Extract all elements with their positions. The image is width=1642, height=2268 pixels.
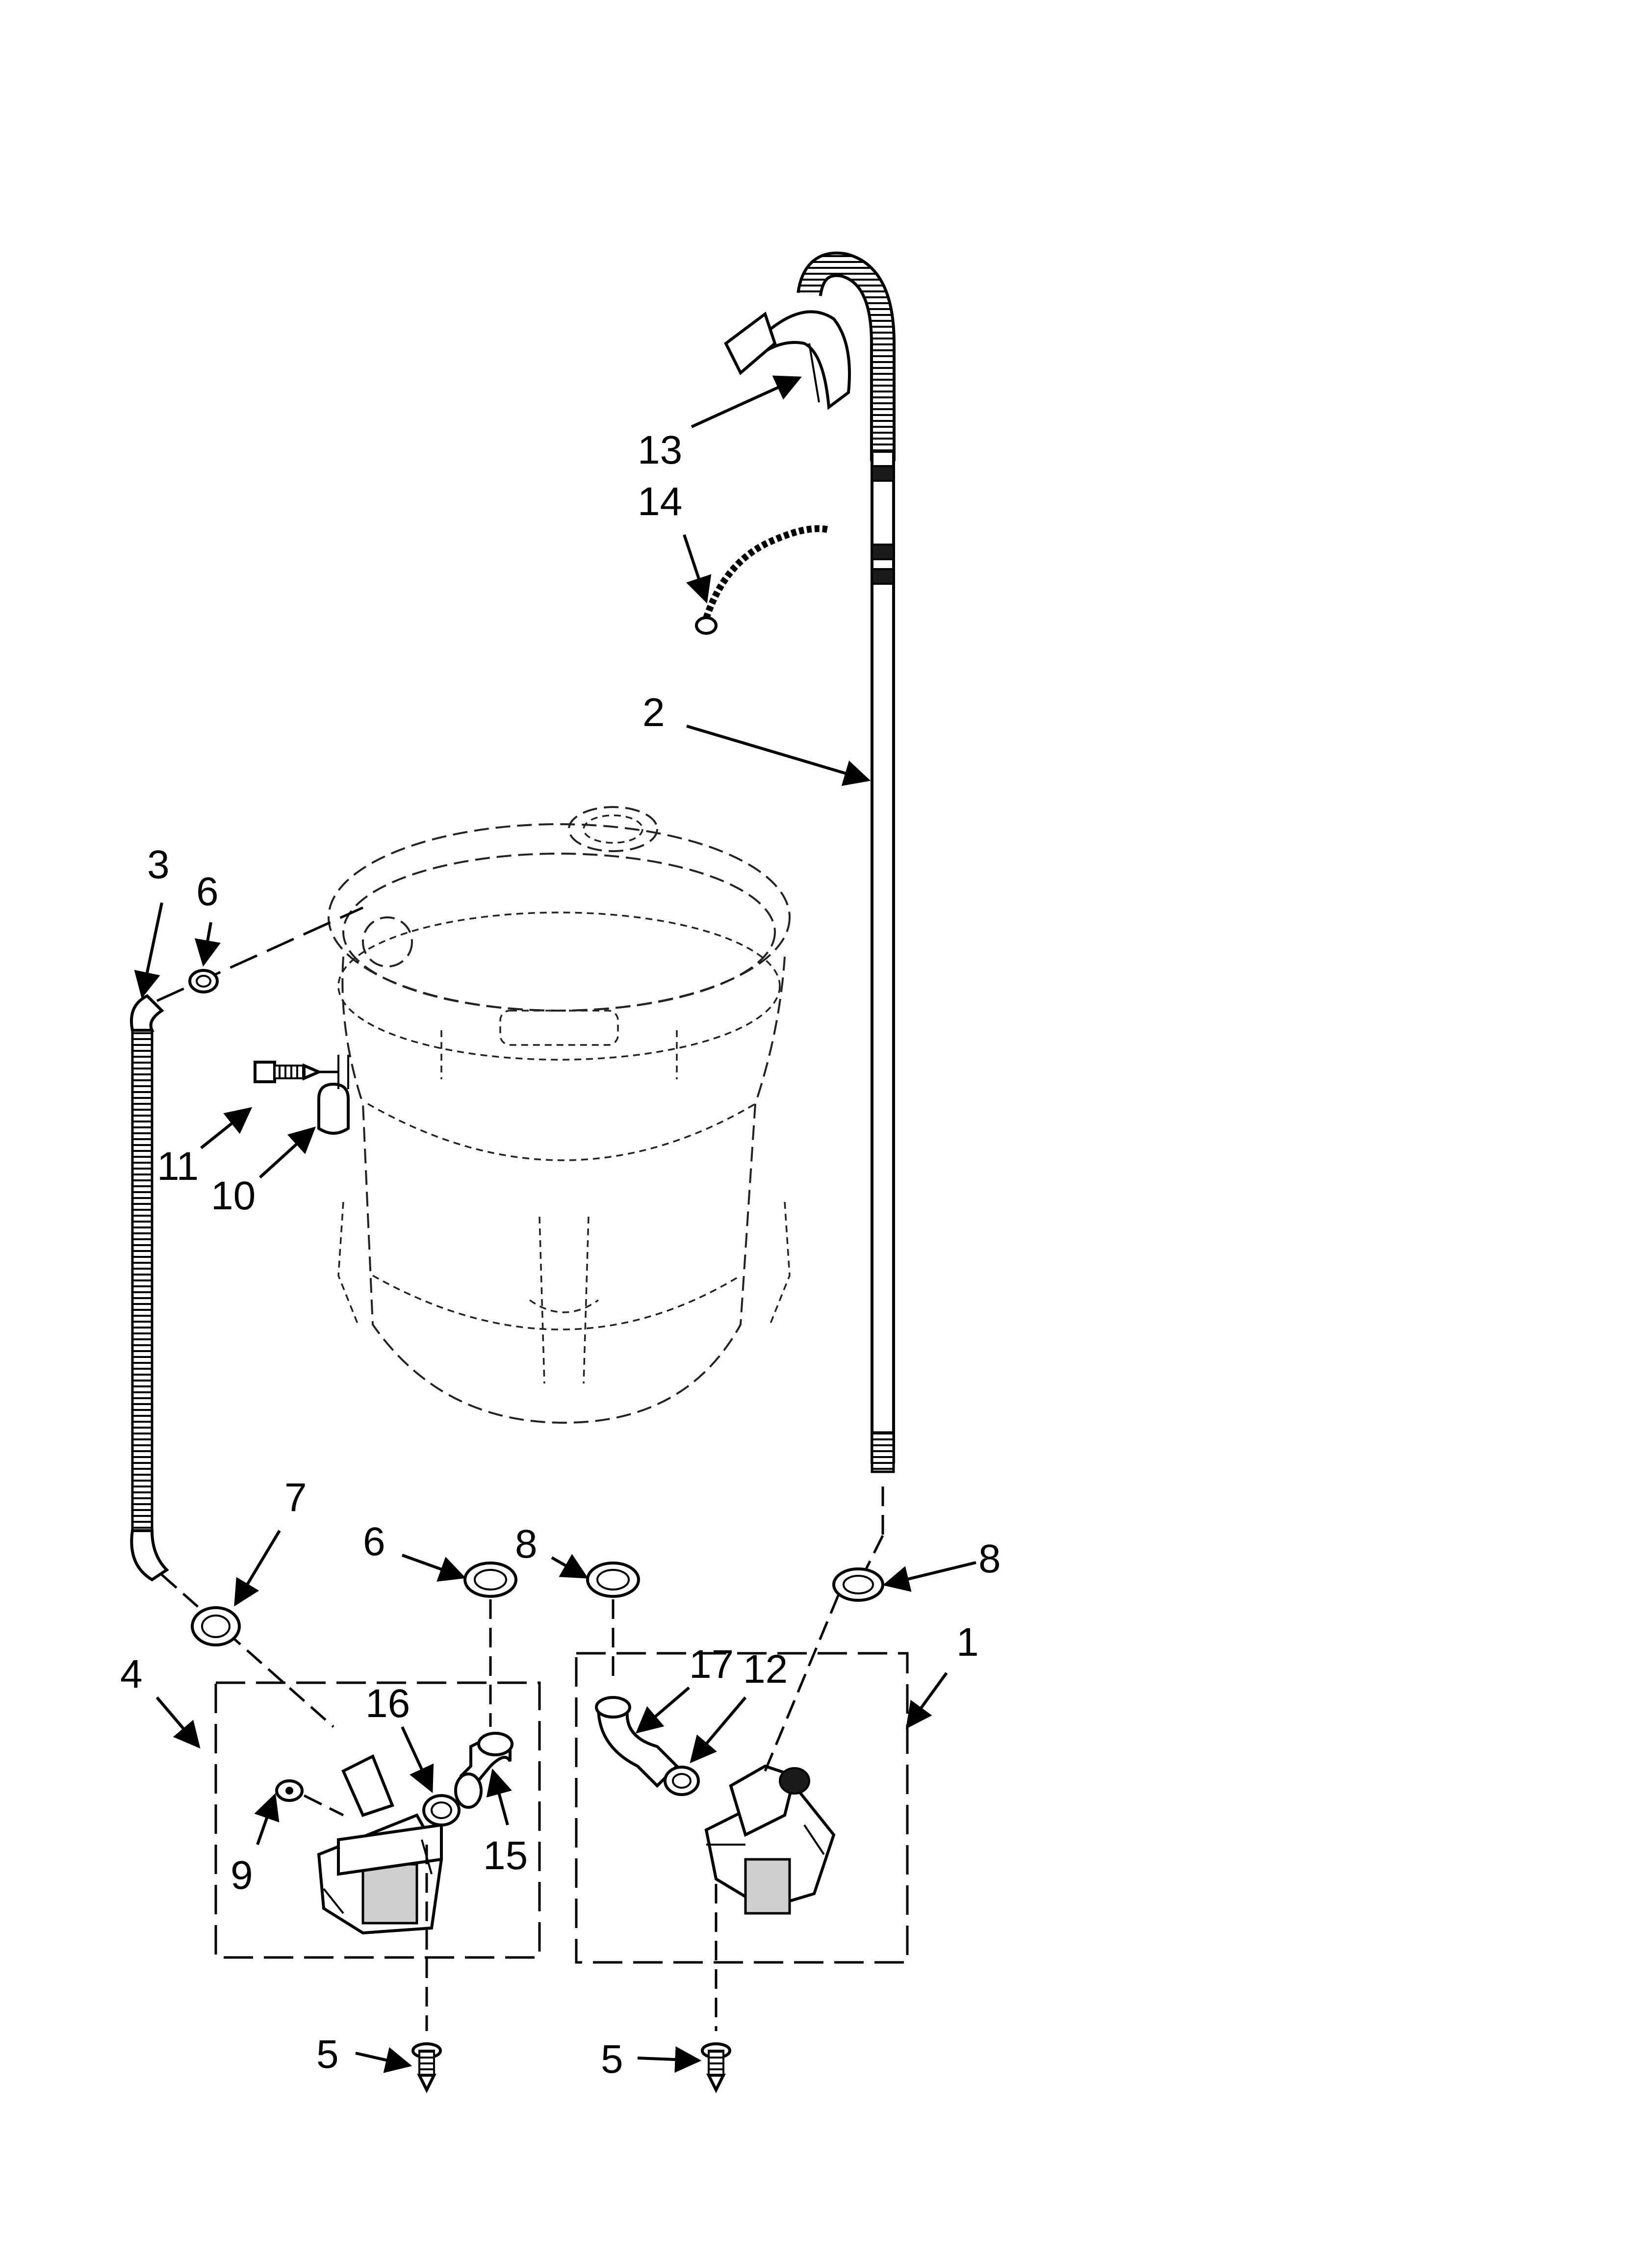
elbow-17 — [595, 1696, 679, 1788]
callout-3: 3 — [147, 842, 170, 887]
bead-tie-strap — [695, 525, 830, 635]
plug-9 — [275, 1779, 344, 1817]
clamp-6-lower — [463, 1562, 517, 1727]
callout-7: 7 — [284, 1475, 307, 1520]
callout-15: 15 — [483, 1833, 528, 1878]
leader-lines — [134, 375, 976, 2073]
hose-hanger — [724, 310, 851, 410]
callout-16: 16 — [365, 1681, 410, 1726]
elbow-15 — [454, 1732, 513, 1809]
callout-6-upper: 6 — [196, 869, 219, 914]
callout-4: 4 — [120, 1652, 143, 1696]
clamp-7 — [191, 1606, 241, 1646]
pump-assembly-4 — [317, 1754, 443, 2031]
clamp-16 — [422, 1794, 461, 1826]
callout-6-lower: 6 — [363, 1519, 385, 1564]
callout-12: 12 — [743, 1647, 788, 1692]
clip-10 — [317, 1055, 350, 1135]
callout-17: 17 — [689, 1642, 734, 1687]
pump-assembly-1 — [704, 1594, 840, 2031]
washer-tub-ghost — [328, 806, 791, 1424]
callout-8-right: 8 — [978, 1537, 1001, 1581]
clamp-6-upper — [188, 969, 219, 993]
drain-hose — [796, 251, 896, 1586]
callout-5-right: 5 — [601, 2037, 623, 2082]
callout-5-left: 5 — [316, 2032, 339, 2077]
clamp-8-left — [586, 1562, 640, 1678]
fill-hose — [130, 906, 364, 1728]
callout-11: 11 — [157, 1144, 199, 1189]
screw-11 — [254, 1061, 348, 1083]
callout-8-left: 8 — [515, 1522, 538, 1566]
callout-10: 10 — [211, 1173, 256, 1218]
assembly-box-4 — [214, 1681, 541, 1959]
screw-5-right — [701, 2042, 731, 2093]
clamp-8-right — [832, 1567, 884, 1602]
callout-1: 1 — [956, 1620, 979, 1665]
clamp-12 — [664, 1766, 700, 1796]
assembly-box-1 — [575, 1652, 909, 1964]
callout-2: 2 — [642, 690, 665, 735]
callout-13: 13 — [638, 428, 682, 472]
screw-5-left — [411, 2042, 442, 2093]
callout-14: 14 — [638, 479, 682, 524]
callout-9: 9 — [231, 1853, 253, 1898]
